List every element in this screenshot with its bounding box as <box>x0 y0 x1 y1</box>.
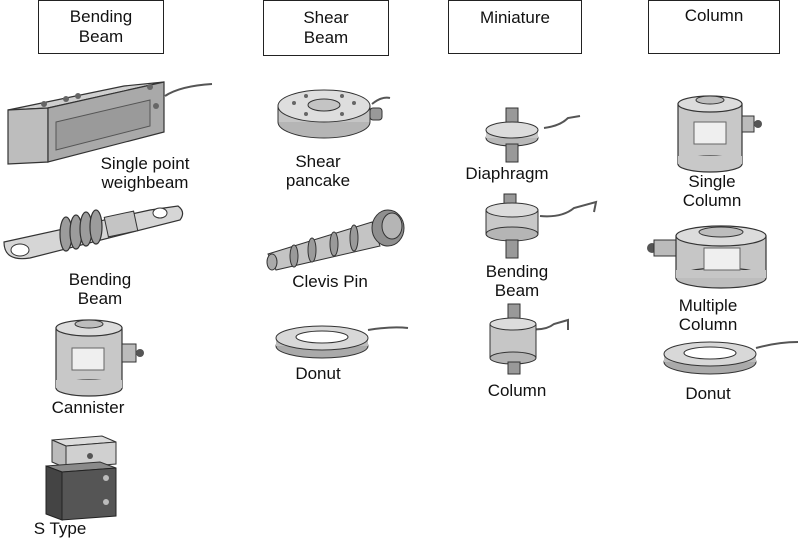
mini-column-image <box>489 303 569 375</box>
label-s-type: S Type <box>33 519 87 538</box>
donut-column-image <box>663 341 799 375</box>
single-column-image <box>677 95 762 173</box>
header-column: Column <box>648 0 780 54</box>
clevis-pin-image <box>266 209 405 271</box>
mini-bending-beam-image <box>485 193 598 259</box>
single-point-weighbeam-image <box>7 81 213 165</box>
label-mini-column: Column <box>487 381 547 400</box>
label-multiple-column: Multiple Column <box>678 296 738 334</box>
bending-beam-image <box>3 205 184 260</box>
cannister-image <box>55 319 144 397</box>
multiple-column-image <box>647 225 767 289</box>
label-clevis-pin: Clevis Pin <box>292 272 368 291</box>
label-mini-bending-beam: Bending Beam <box>485 262 549 300</box>
s-type-image <box>45 435 117 521</box>
header-miniature: Miniature <box>448 0 582 54</box>
header-shear-beam: Shear Beam <box>263 0 389 56</box>
label-cannister: Cannister <box>51 398 125 417</box>
label-shear-pancake: Shear pancake <box>285 152 351 190</box>
diaphragm-image <box>485 107 581 163</box>
label-single-column: Single Column <box>682 172 742 210</box>
label-diaphragm: Diaphragm <box>465 164 549 183</box>
label-donut-shear: Donut <box>295 364 341 383</box>
shear-pancake-image <box>277 89 391 139</box>
donut-shear-image <box>275 325 409 359</box>
label-bending-beam: Bending Beam <box>68 270 132 308</box>
header-bending-beam: Bending Beam <box>38 0 164 54</box>
label-single-point-weighbeam: Single point weighbeam <box>100 154 190 192</box>
label-donut-column: Donut <box>685 384 731 403</box>
